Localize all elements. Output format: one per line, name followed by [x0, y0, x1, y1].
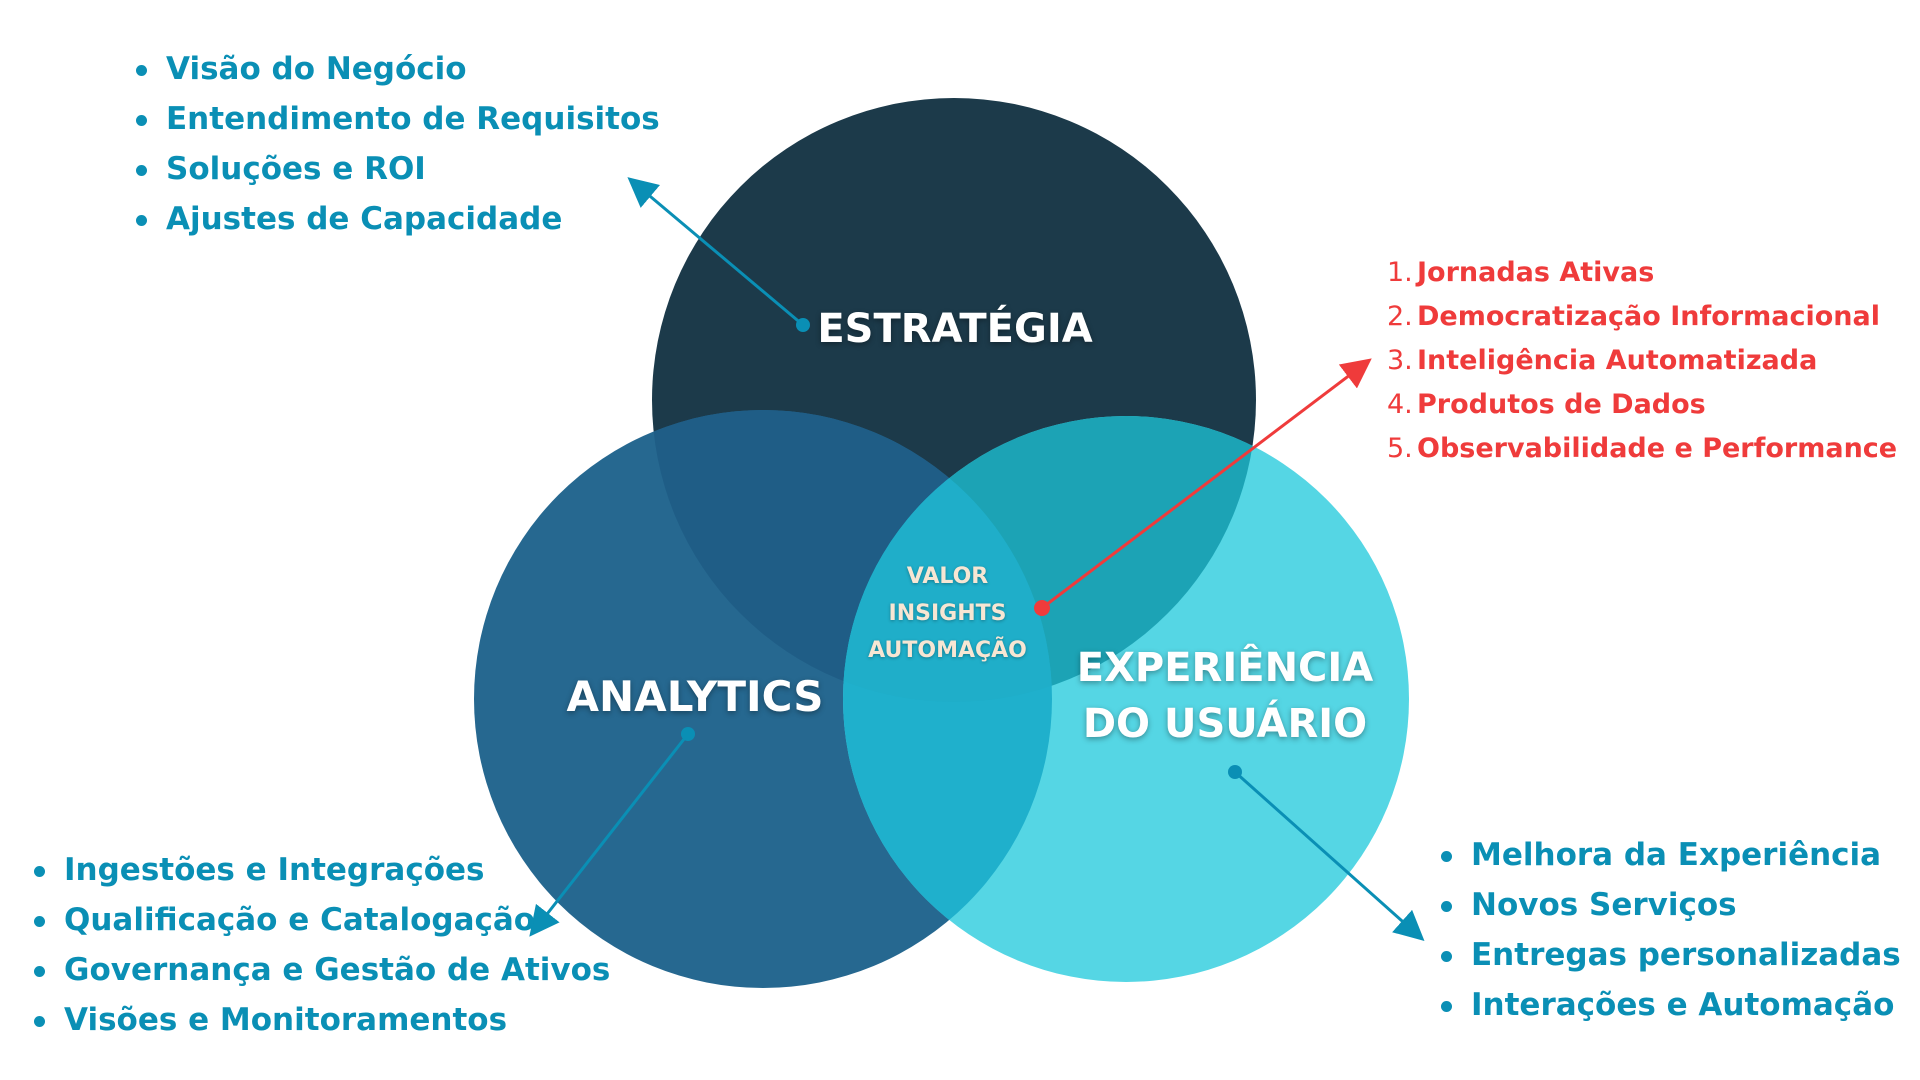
list-item: Governança e Gestão de Ativos [30, 945, 610, 995]
center-value: VALOR [906, 564, 989, 589]
list-item: Ingestões e Integrações [30, 845, 610, 895]
experience-connector-dot [1228, 765, 1242, 779]
list-item: Interações e Automação [1437, 980, 1901, 1030]
experience-label: EXPERIÊNCIA DO USUÁRIO [1060, 640, 1390, 752]
list-item: Soluções e ROI [132, 144, 660, 194]
center-overlap [843, 416, 1052, 702]
item-number: 1. [1387, 257, 1413, 288]
numbered-item: 3.Inteligência Automatizada [1387, 339, 1897, 383]
item-text: Produtos de Dados [1417, 389, 1706, 420]
list-item: Entendimento de Requisitos [132, 94, 660, 144]
item-number: 3. [1387, 345, 1413, 376]
item-text: Jornadas Ativas [1417, 257, 1655, 288]
analytics-connector-dot [681, 727, 695, 741]
experience-connector [1234, 770, 1425, 941]
numbered-item: 4.Produtos de Dados [1387, 383, 1897, 427]
list-item: Ajustes de Capacidade [132, 194, 660, 244]
experience-label-line1: EXPERIÊNCIA [1076, 645, 1374, 691]
center-value: AUTOMAÇÃO [868, 638, 1027, 663]
list-item: Entregas personalizadas [1437, 930, 1901, 980]
item-number: 2. [1387, 301, 1413, 332]
item-number: 4. [1387, 389, 1413, 420]
list-item: Novos Serviços [1437, 880, 1901, 930]
item-number: 5. [1387, 433, 1413, 464]
center-connector [1041, 358, 1372, 610]
list-item: Visão do Negócio [132, 44, 660, 94]
center-list: 1.Jornadas Ativas 2.Democratização Infor… [1387, 251, 1897, 471]
experience-label-line2: DO USUÁRIO [1082, 701, 1368, 747]
item-text: Inteligência Automatizada [1417, 345, 1818, 376]
numbered-item: 2.Democratização Informacional [1387, 295, 1897, 339]
strategy-connector-dot [796, 318, 810, 332]
center-connector-dot [1034, 600, 1050, 616]
numbered-item: 5.Observabilidade e Performance [1387, 427, 1897, 471]
strategy-label: ESTRATÉGIA [817, 306, 1093, 352]
numbered-item: 1.Jornadas Ativas [1387, 251, 1897, 295]
center-value: INSIGHTS [888, 601, 1007, 626]
analytics-connector [529, 733, 690, 937]
experience-list: Melhora da Experiência Novos Serviços En… [1437, 830, 1901, 1030]
strategy-connector [627, 177, 804, 327]
analytics-label: ANALYTICS [566, 672, 824, 721]
strategy-list: Visão do Negócio Entendimento de Requisi… [132, 44, 660, 244]
item-text: Observabilidade e Performance [1417, 433, 1898, 464]
center-values: VALOR INSIGHTS AUTOMAÇÃO [855, 558, 1040, 669]
list-item: Visões e Monitoramentos [30, 995, 610, 1045]
list-item: Melhora da Experiência [1437, 830, 1901, 880]
item-text: Democratização Informacional [1417, 301, 1880, 332]
list-item: Qualificação e Catalogação [30, 895, 610, 945]
analytics-list: Ingestões e Integrações Qualificação e C… [30, 845, 610, 1045]
